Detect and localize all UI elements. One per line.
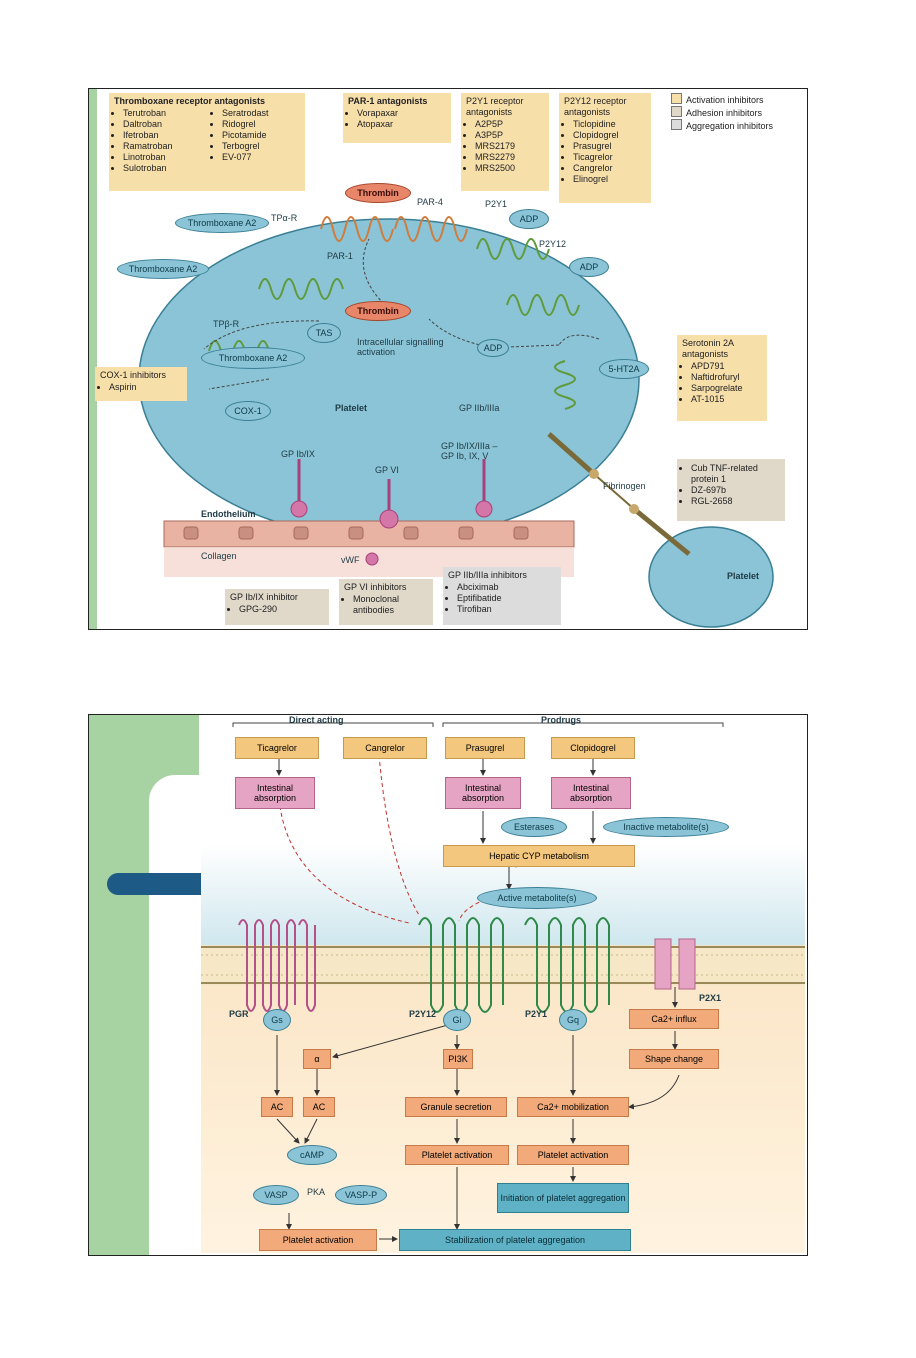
gpibix-label: GP Ib/IX bbox=[281, 449, 315, 459]
legend-activation: Activation inhibitors bbox=[671, 93, 805, 106]
ca-mobilization-box: Ca2+ mobilization bbox=[517, 1097, 629, 1117]
drug-ticagrelor: Ticagrelor bbox=[235, 737, 319, 759]
direct-acting-header: Direct acting bbox=[289, 715, 344, 725]
pi3k-box: PI3K bbox=[443, 1049, 473, 1069]
platelet-activation-box: Platelet activation bbox=[405, 1145, 509, 1165]
granule-secretion-box: Granule secretion bbox=[405, 1097, 507, 1117]
vasp-p-oval: VASP-P bbox=[335, 1185, 387, 1205]
p2y1-label: P2Y1 bbox=[525, 1009, 548, 1019]
platelet-targets-panel: Activation inhibitors Adhesion inhibitor… bbox=[88, 88, 808, 630]
gpiibiiia-label: GP IIb/IIIa bbox=[459, 403, 500, 413]
5ht2a-oval: 5-HT2A bbox=[599, 359, 649, 379]
drug-cangrelor: Cangrelor bbox=[343, 737, 427, 759]
platelet-activation-box: Platelet activation bbox=[259, 1229, 377, 1251]
thrombin-oval: Thrombin bbox=[345, 301, 411, 321]
platelet-activation-box: Platelet activation bbox=[517, 1145, 629, 1165]
panel-green-edge bbox=[89, 89, 97, 629]
drug-clopidogrel: Clopidogrel bbox=[551, 737, 635, 759]
gpiib-inhibitors-box: GP IIb/IIIa inhibitors Abciximab Eptifib… bbox=[443, 567, 561, 625]
gs-oval: Gs bbox=[263, 1009, 291, 1031]
serotonin-antagonists-box: Serotonin 2A antagonists APD791 Naftidro… bbox=[677, 335, 767, 421]
thromboxane-a2-oval: Thromboxane A2 bbox=[117, 259, 209, 279]
gpibixv-label: GP Ib/IX/IIIa – GP Ib, IX, V bbox=[441, 441, 498, 461]
p2y12-label: P2Y12 bbox=[539, 239, 567, 249]
gpvi-inhibitors-box: GP VI inhibitors Monoclonal antibodies bbox=[339, 579, 433, 625]
inactive-metabolites-oval: Inactive metabolite(s) bbox=[603, 817, 729, 837]
pgr-label: PGR bbox=[229, 1009, 249, 1019]
adp-oval: ADP bbox=[509, 209, 549, 229]
cox1-inhibitors-box: COX-1 inhibitors Aspirin bbox=[95, 367, 187, 401]
platelet-label: Platelet bbox=[727, 571, 760, 581]
active-metabolites-oval: Active metabolite(s) bbox=[477, 887, 597, 909]
alpha-box: α bbox=[303, 1049, 331, 1069]
par1-label: PAR-1 bbox=[327, 251, 353, 261]
gpvi-label: GP VI bbox=[375, 465, 399, 475]
p2y12-label: P2Y12 bbox=[409, 1009, 437, 1019]
cox1-oval: COX-1 bbox=[225, 401, 271, 421]
ac-box: AC bbox=[261, 1097, 293, 1117]
fibrinogen-label: Fibrinogen bbox=[603, 481, 646, 491]
collagen-label: Collagen bbox=[201, 551, 237, 561]
intestinal-absorption-box: Intestinal absorption bbox=[235, 777, 315, 809]
legend-adhesion: Adhesion inhibitors bbox=[671, 106, 805, 119]
hepatic-metabolism-box: Hepatic CYP metabolism bbox=[443, 845, 635, 867]
adhesion-inhibitors-box: Cub TNF-related protein 1 DZ-697b RGL-26… bbox=[677, 459, 785, 521]
camp-oval: cAMP bbox=[287, 1145, 337, 1165]
intestinal-absorption-box: Intestinal absorption bbox=[445, 777, 521, 809]
legend: Activation inhibitors Adhesion inhibitor… bbox=[671, 93, 805, 141]
blue-tab bbox=[107, 873, 203, 895]
par1-antagonists-box: PAR-1 antagonists Vorapaxar Atopaxar bbox=[343, 93, 451, 143]
gi-oval: Gi bbox=[443, 1009, 471, 1031]
tpb-receptor-label: TPβ-R bbox=[213, 319, 240, 329]
box-title: Thromboxane receptor antagonists bbox=[114, 96, 266, 106]
vwf-label: vWF bbox=[341, 555, 360, 565]
gpib-inhibitor-box: GP Ib/IX inhibitor GPG-290 bbox=[225, 589, 329, 625]
prodrugs-header: Prodrugs bbox=[541, 715, 582, 725]
pka-label: PKA bbox=[307, 1187, 326, 1197]
p2y1-label: P2Y1 bbox=[485, 199, 508, 209]
initiation-aggregation-box: Initiation of platelet aggregation bbox=[497, 1183, 629, 1213]
thromboxane-a2-oval: Thromboxane A2 bbox=[175, 213, 269, 233]
endothelium-label: Endothelium bbox=[201, 509, 256, 519]
pathway-drawing bbox=[201, 722, 805, 1242]
intestinal-absorption-box: Intestinal absorption bbox=[551, 777, 631, 809]
thrombin-oval: Thrombin bbox=[345, 183, 411, 203]
tpa-receptor-label: TPα-R bbox=[271, 213, 298, 223]
thromboxane-antagonists-box: Thromboxane receptor antagonists Terutro… bbox=[109, 93, 305, 191]
par4-label: PAR-4 bbox=[417, 197, 443, 207]
platelet-drawing bbox=[138, 216, 774, 628]
stabilization-aggregation-box: Stabilization of platelet aggregation bbox=[399, 1229, 631, 1251]
shape-change-box: Shape change bbox=[629, 1049, 719, 1069]
drug-prasugrel: Prasugrel bbox=[445, 737, 525, 759]
p2y12-pathway-panel: Direct acting Prodrugs Ticagrelor Cangre… bbox=[88, 714, 808, 1256]
adp-oval: ADP bbox=[569, 257, 609, 277]
adp-oval: ADP bbox=[477, 339, 509, 357]
tas-oval: TAS bbox=[307, 323, 341, 343]
platelet-label: Platelet bbox=[335, 403, 368, 413]
ac-box: AC bbox=[303, 1097, 335, 1117]
p2y1-antagonists-box: P2Y1 receptor antagonists A2P5P A3P5P MR… bbox=[461, 93, 549, 191]
p2y12-antagonists-box: P2Y12 receptor antagonists Ticlopidine C… bbox=[559, 93, 651, 203]
legend-aggregation: Aggregation inhibitors bbox=[671, 119, 805, 132]
thromboxane-oval: Thromboxane A2 bbox=[201, 347, 305, 369]
panel-white-notch bbox=[149, 775, 209, 1255]
intracellular-signalling-label: Intracellular signalling activation bbox=[357, 337, 444, 357]
gq-oval: Gq bbox=[559, 1009, 587, 1031]
ca-influx-box: Ca2+ influx bbox=[629, 1009, 719, 1029]
p2x1-label: P2X1 bbox=[699, 993, 722, 1003]
vasp-oval: VASP bbox=[253, 1185, 299, 1205]
esterases-oval: Esterases bbox=[501, 817, 567, 837]
